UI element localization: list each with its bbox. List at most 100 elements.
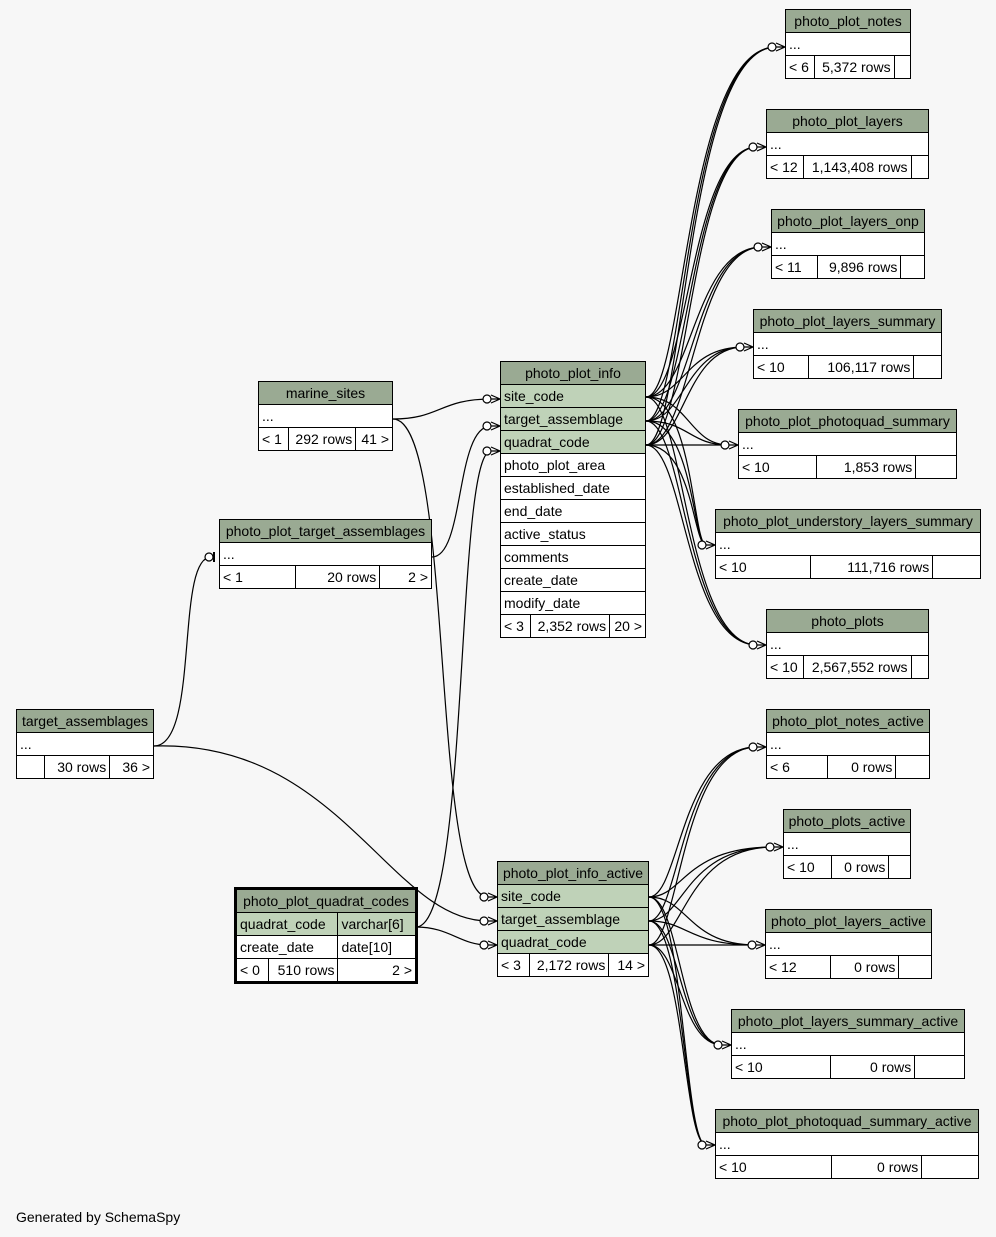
edge-photo-plot-info-child: [645, 444, 758, 646]
zero-one-marker: [204, 552, 214, 562]
edge-photo-plot-info-child: [645, 346, 745, 422]
table-title[interactable]: marine_sites: [258, 381, 393, 405]
column-name: photo_plot_area: [500, 453, 646, 477]
column-name: site_code: [500, 384, 646, 408]
edge-photo-plot-info-child: [645, 46, 777, 422]
footer-credit: Generated by SchemaSpy: [16, 1209, 181, 1225]
table-title[interactable]: photo_plots_active: [783, 809, 911, 833]
parents-count: < 1: [258, 427, 289, 451]
table-title[interactable]: photo_plot_understory_layers_summary: [715, 509, 981, 533]
table-title[interactable]: photo_plot_layers_summary: [753, 309, 942, 333]
children-count: 14 >: [608, 953, 649, 977]
row-count: 0 rows: [826, 755, 897, 779]
column-row: ...: [765, 932, 932, 956]
edge-photo-plot-info-active-child: [648, 920, 723, 1046]
table-title[interactable]: photo_plot_photoquad_summary_active: [715, 1109, 979, 1133]
edge-photo-plot-info-active-child: [648, 846, 775, 922]
row-count: 0 rows: [829, 955, 900, 979]
edge-photo-plot-info-active-child: [648, 944, 723, 1046]
edge-photo-plot-info-active-child: [648, 944, 707, 1146]
table-title[interactable]: photo_plots: [766, 609, 929, 633]
row-count: 1,143,408 rows: [802, 155, 912, 179]
column-name: create_date: [500, 568, 646, 592]
column-row: modify_date: [500, 591, 646, 615]
column-name: ...: [715, 1132, 979, 1156]
column-row: active_status: [500, 522, 646, 546]
table-title[interactable]: photo_plot_layers_active: [765, 909, 932, 933]
column-name: site_code: [497, 884, 649, 908]
column-row: ...: [738, 432, 957, 456]
column-name: established_date: [500, 476, 646, 500]
children-count: 36 >: [109, 755, 154, 779]
column-name: target_assemblage: [500, 407, 646, 431]
crowfoot-marker: [748, 142, 768, 152]
column-row: ...: [731, 1032, 965, 1056]
parents-count: < 12: [766, 155, 804, 179]
table-title[interactable]: target_assemblages: [16, 709, 154, 733]
edge-photo-plot-info-child: [645, 46, 777, 446]
parents-count: < 1: [219, 565, 296, 589]
column-row: ...: [715, 532, 981, 556]
parents-count: < 0: [236, 958, 269, 982]
crowfoot-marker: [697, 1140, 717, 1150]
table-title[interactable]: photo_plot_info_active: [497, 861, 649, 885]
crowfoot-marker: [765, 842, 785, 852]
table-photo-plot-understory-layers-summary[interactable]: photo_plot_understory_layers_summary...<…: [715, 509, 981, 579]
crowfoot-marker: [748, 640, 768, 650]
parents-count: < 10: [753, 355, 809, 379]
table-title[interactable]: photo_plot_notes: [785, 9, 911, 33]
row-count: 0 rows: [829, 1055, 916, 1079]
edge-photo-plot-info-active-child: [648, 846, 775, 946]
column-row: photo_plot_area: [500, 453, 646, 477]
crowfoot-marker: [747, 940, 767, 950]
column-row: site_code: [497, 884, 649, 908]
row-count: 2,352 rows: [529, 614, 611, 638]
table-title[interactable]: photo_plot_target_assemblages: [219, 519, 432, 543]
table-photo-plot-photoquad-summary-active[interactable]: photo_plot_photoquad_summary_active...< …: [715, 1109, 979, 1179]
column-row: quadrat_code: [500, 430, 646, 454]
row-count: 2,172 rows: [528, 953, 610, 977]
parents-count: < 6: [785, 55, 815, 79]
children-count: 2 >: [337, 958, 416, 982]
edge-marine-sites-info: [392, 398, 492, 420]
crowfoot-marker: [735, 342, 755, 352]
table-title[interactable]: photo_plot_layers_onp: [771, 209, 925, 233]
parents-count: < 10: [766, 655, 804, 679]
crowfoot-marker: [479, 916, 499, 926]
crowfoot-marker: [482, 394, 502, 404]
table-title[interactable]: photo_plot_info: [500, 361, 646, 385]
row-count: 20 rows: [294, 565, 381, 589]
column-name: comments: [500, 545, 646, 569]
table-title[interactable]: photo_plot_quadrat_codes: [236, 889, 416, 913]
crowfoot-marker: [753, 242, 773, 252]
column-name: ...: [766, 732, 930, 756]
table-title[interactable]: photo_plot_layers: [766, 109, 929, 133]
table-title[interactable]: photo_plot_photoquad_summary: [738, 409, 957, 433]
edge-photo-plot-info-active-child: [648, 746, 758, 922]
table-title[interactable]: photo_plot_layers_summary_active: [731, 1009, 965, 1033]
table-title[interactable]: photo_plot_notes_active: [766, 709, 930, 733]
